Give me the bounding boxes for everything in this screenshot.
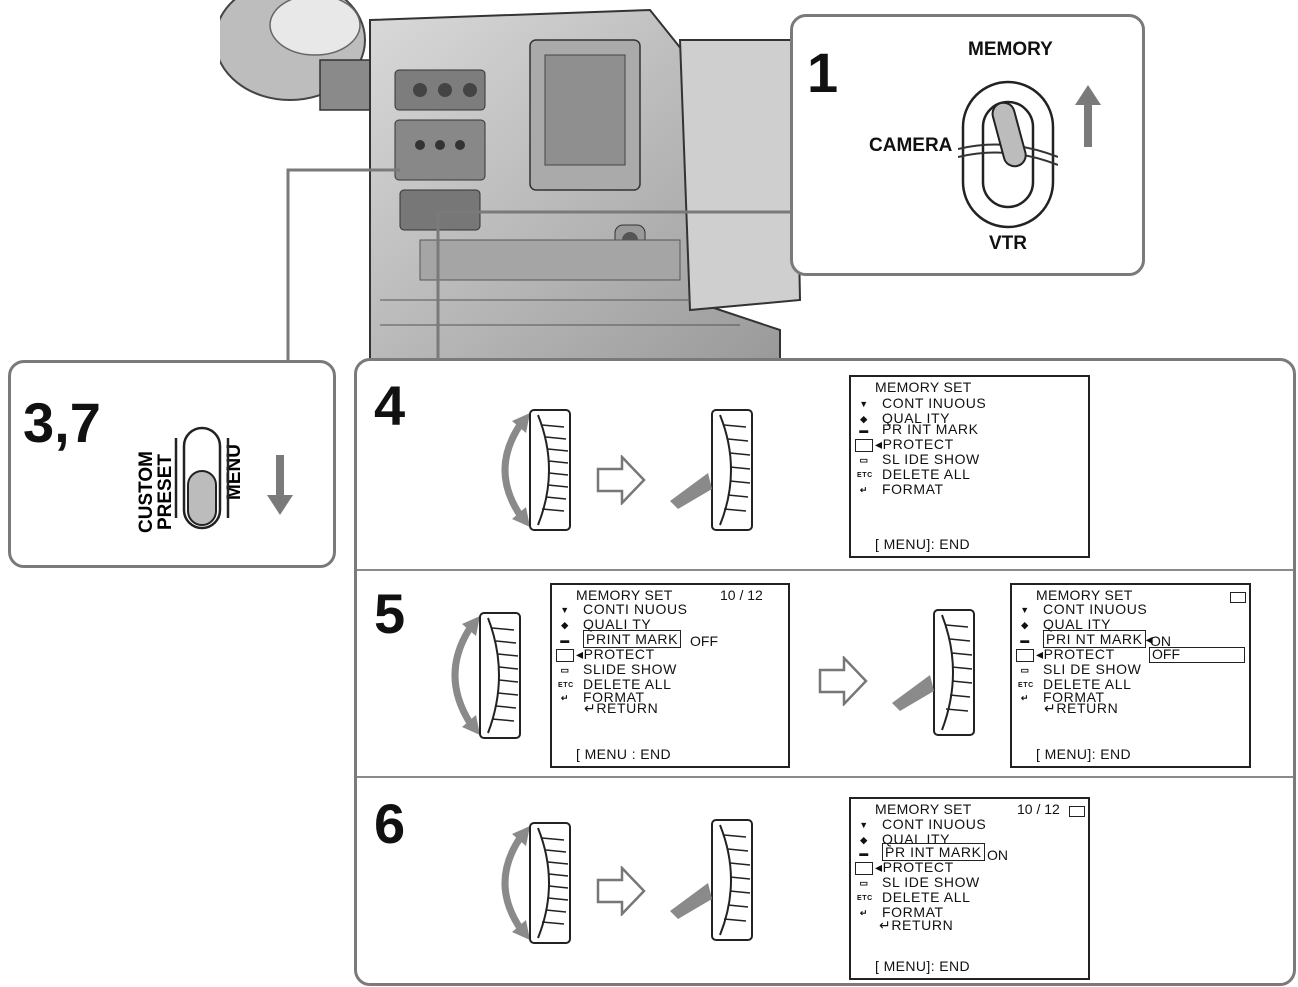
dial-press-icon bbox=[890, 605, 980, 740]
continuous-icon: ▼ bbox=[857, 400, 871, 409]
step-4-number: 4 bbox=[374, 378, 405, 434]
memory-menu-icon bbox=[1016, 649, 1034, 662]
memory-menu-icon bbox=[855, 862, 873, 875]
menu-item[interactable]: ▼CONT INUOUS bbox=[857, 817, 986, 832]
slide-show-icon: ▭ bbox=[857, 879, 871, 888]
slide-show-icon: ▭ bbox=[1018, 666, 1032, 675]
step-6-number: 6 bbox=[374, 796, 405, 852]
memory-menu-icon bbox=[855, 439, 873, 452]
arrow-down-icon bbox=[267, 455, 293, 515]
menu-footer: [ MENU]: END bbox=[1036, 746, 1131, 762]
menu-item-return[interactable]: ↵RETURN bbox=[584, 701, 658, 716]
menu-item[interactable]: ▼CONTI NUOUS bbox=[558, 602, 688, 617]
menu-item-selected[interactable]: ◂PROTECT bbox=[855, 437, 954, 452]
return-icon: ↵ bbox=[857, 909, 871, 918]
page-counter: 10 / 12 bbox=[1017, 801, 1060, 817]
menu-footer: [ MENU]: END bbox=[875, 536, 970, 552]
custom-preset-menu-switch[interactable] bbox=[166, 423, 236, 533]
step-5-menu-screen-right: MEMORY SET ▼CONT INUOUS ◆QUAL ITY ▬PRI N… bbox=[1010, 583, 1251, 768]
menu-item-selected[interactable]: ◂PROTECT bbox=[556, 647, 655, 662]
menu-item[interactable]: ▼CONT INUOUS bbox=[1018, 602, 1147, 617]
dial-rotate-icon bbox=[440, 608, 530, 743]
print-mark-icon: ▬ bbox=[857, 849, 871, 858]
custom-label: CUSTOM bbox=[137, 437, 156, 547]
step-4-menu-screen: MEMORY SET ▼CONT INUOUS ◆QUAL ITY ▬PR IN… bbox=[849, 375, 1090, 558]
step-3-7-panel: 3,7 CUSTOM PRESET MENU bbox=[8, 360, 336, 568]
dial-press-icon bbox=[668, 405, 758, 535]
menu-item-highlighted[interactable]: ▬PRI NT MARK◂ bbox=[1018, 632, 1153, 647]
quality-icon: ◆ bbox=[1018, 621, 1032, 630]
menu-item-selected[interactable]: ◂PROTECT bbox=[855, 860, 954, 875]
continuous-icon: ▼ bbox=[857, 821, 871, 830]
arrow-right-icon bbox=[596, 455, 646, 505]
slide-show-icon: ▭ bbox=[558, 666, 572, 675]
arrow-right-icon bbox=[596, 866, 646, 916]
etc-icon: ETC bbox=[857, 471, 871, 480]
return-icon: ↵ bbox=[857, 486, 871, 495]
print-mark-icon: ▬ bbox=[558, 636, 572, 645]
step-number: 1 bbox=[807, 45, 838, 101]
etc-icon: ETC bbox=[1018, 681, 1032, 690]
option-off-selected[interactable]: OFF bbox=[1149, 647, 1245, 663]
menu-footer: [ MENU : END bbox=[576, 746, 671, 762]
continuous-icon: ▼ bbox=[1018, 606, 1032, 615]
step-5-menu-screen-left: MEMORY SET 10 / 12 ▼CONTI NUOUS ◆QUALI T… bbox=[550, 583, 790, 768]
arrow-up-icon bbox=[1075, 85, 1101, 147]
menu-header: MEMORY SET bbox=[875, 801, 972, 817]
menu-item-highlighted[interactable]: ▬PR INT MARK bbox=[857, 845, 985, 860]
menu-item-return[interactable]: ↵RETURN bbox=[1044, 701, 1118, 716]
step-divider bbox=[357, 569, 1293, 571]
camera-label: CAMERA bbox=[869, 135, 952, 157]
page-counter: 10 / 12 bbox=[720, 587, 763, 603]
memory-label: MEMORY bbox=[968, 39, 1053, 61]
step-number: 3,7 bbox=[23, 395, 101, 451]
step-6-menu-screen: MEMORY SET 10 / 12 ▼CONT INUOUS ◆QUAL IT… bbox=[849, 797, 1090, 980]
step-divider bbox=[357, 776, 1293, 778]
menu-header: MEMORY SET bbox=[875, 379, 972, 395]
menu-footer: [ MENU]: END bbox=[875, 958, 970, 974]
menu-item[interactable]: ▬PR INT MARK bbox=[857, 422, 979, 437]
arrow-right-icon bbox=[818, 656, 868, 706]
print-mark-icon: ▬ bbox=[1018, 636, 1032, 645]
menu-item-return[interactable]: ↵RETURN bbox=[879, 918, 953, 933]
menu-item-selected[interactable]: ◂PROTECT bbox=[1016, 647, 1115, 662]
print-mark-icon: ▬ bbox=[857, 426, 871, 435]
print-mark-value: OFF bbox=[690, 633, 718, 649]
slide-show-icon: ▭ bbox=[857, 456, 871, 465]
memory-menu-icon bbox=[556, 649, 574, 662]
card-icon bbox=[1069, 806, 1085, 817]
power-switch[interactable] bbox=[958, 77, 1058, 237]
dial-rotate-icon bbox=[490, 405, 580, 535]
menu-item[interactable]: ▼CONT INUOUS bbox=[857, 396, 986, 411]
continuous-icon: ▼ bbox=[558, 606, 572, 615]
menu-item[interactable]: ↵FORMAT bbox=[857, 482, 944, 497]
menu-item[interactable]: ▭SLI DE SHOW bbox=[1018, 662, 1141, 677]
dial-rotate-icon bbox=[490, 818, 580, 948]
menu-item-highlighted[interactable]: ▬PRINT MARK bbox=[558, 632, 681, 647]
return-icon: ↵ bbox=[558, 694, 572, 703]
step-5-number: 5 bbox=[374, 586, 405, 642]
menu-item[interactable]: ▭SL IDE SHOW bbox=[857, 875, 980, 890]
etc-icon: ETC bbox=[558, 681, 572, 690]
step-1-panel: 1 MEMORY CAMERA VTR bbox=[790, 14, 1145, 276]
quality-icon: ◆ bbox=[857, 836, 871, 845]
etc-icon: ETC bbox=[857, 894, 871, 903]
print-mark-value: ON bbox=[987, 847, 1008, 863]
menu-item[interactable]: ▭SLIDE SHOW bbox=[558, 662, 677, 677]
return-icon: ↵ bbox=[1018, 694, 1032, 703]
card-icon bbox=[1230, 592, 1246, 603]
menu-item[interactable]: ▭SL IDE SHOW bbox=[857, 452, 980, 467]
quality-icon: ◆ bbox=[558, 621, 572, 630]
dial-press-icon bbox=[668, 815, 758, 945]
